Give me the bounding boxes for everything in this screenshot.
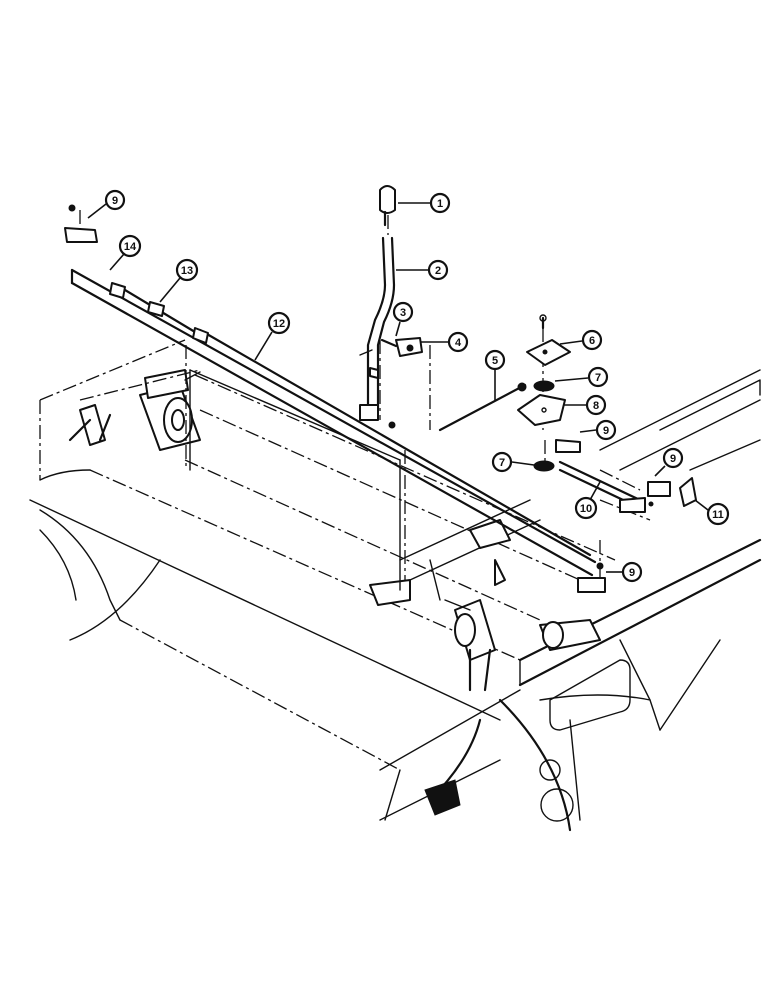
callout-9-right[interactable]: 9 (662, 447, 684, 469)
shift-lever (359, 185, 396, 429)
svg-text:9: 9 (112, 195, 118, 207)
callout-6[interactable]: 6 (581, 329, 603, 351)
svg-text:9: 9 (603, 425, 609, 437)
linkage-rod (64, 204, 606, 593)
callout-3[interactable]: 3 (392, 301, 414, 323)
svg-text:5: 5 (492, 355, 498, 367)
svg-text:11: 11 (712, 509, 724, 521)
svg-text:7: 7 (499, 457, 505, 469)
roller-assembly (68, 369, 601, 692)
svg-text:1: 1 (437, 198, 443, 210)
callout-8[interactable]: 8 (585, 394, 607, 416)
callout-5[interactable]: 5 (484, 349, 506, 371)
callout-4[interactable]: 4 (447, 331, 469, 353)
machine-body (29, 339, 762, 832)
callout-9-lower[interactable]: 9 (621, 561, 643, 583)
svg-text:14: 14 (124, 241, 137, 253)
callout-10[interactable]: 10 (574, 496, 598, 520)
svg-text:4: 4 (455, 337, 462, 349)
svg-text:7: 7 (595, 372, 601, 384)
svg-text:3: 3 (400, 307, 406, 319)
callout-14[interactable]: 14 (118, 234, 142, 258)
svg-text:10: 10 (580, 503, 592, 515)
callout-1[interactable]: 1 (429, 192, 451, 214)
callout-12[interactable]: 12 (267, 311, 291, 335)
callout-13[interactable]: 13 (175, 258, 199, 282)
svg-text:9: 9 (629, 567, 635, 579)
callout-9-top[interactable]: 9 (104, 189, 126, 211)
callout-7-lower[interactable]: 7 (491, 451, 513, 473)
svg-text:2: 2 (435, 265, 441, 277)
pivot-assembly (517, 314, 697, 513)
svg-text:13: 13 (181, 265, 193, 277)
callout-9[interactable]: 9 (595, 419, 617, 441)
callout-11[interactable]: 11 (706, 502, 730, 526)
svg-text:8: 8 (593, 400, 599, 412)
callouts: 1 2 3 4 5 6 (87, 189, 730, 583)
svg-text:9: 9 (670, 453, 676, 465)
svg-text:6: 6 (589, 335, 595, 347)
svg-text:12: 12 (273, 318, 285, 330)
small-parts (359, 337, 527, 432)
callout-7[interactable]: 7 (587, 366, 609, 388)
callout-2[interactable]: 2 (427, 259, 449, 281)
